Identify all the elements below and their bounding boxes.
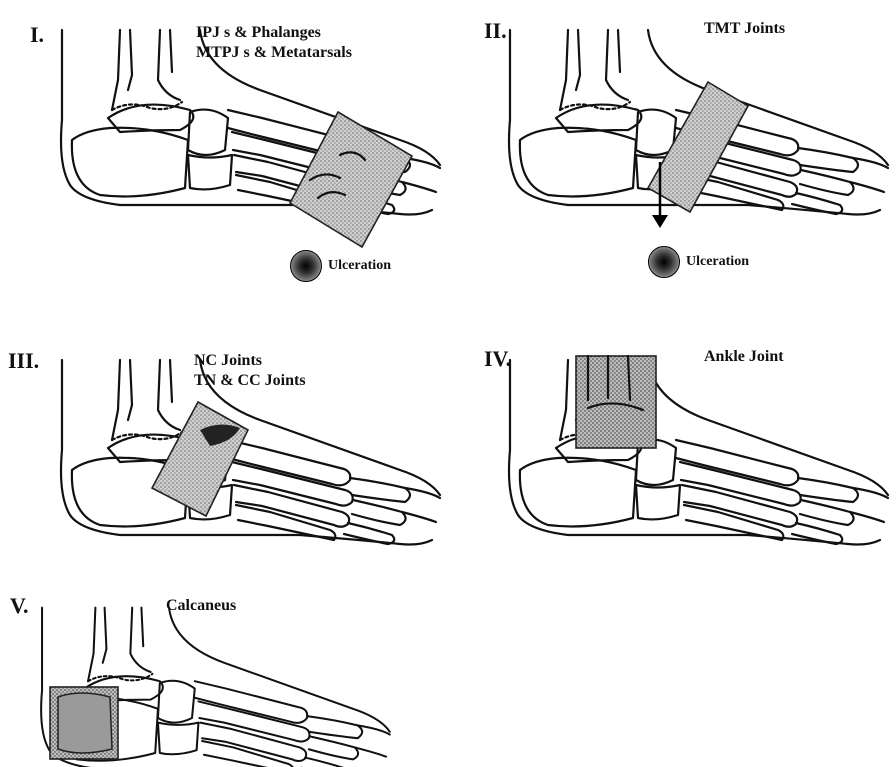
panel-i: I. IPJ s & Phalanges MTPJ s & Metatarsal… xyxy=(0,0,448,300)
ulceration-legend: Ulceration xyxy=(648,246,749,278)
panel-label-line-1: TMT Joints xyxy=(704,18,785,39)
panel-label-line-2: TN & CC Joints xyxy=(194,370,306,391)
arrow-head-icon xyxy=(652,215,668,228)
highlight-nc-tn-cc-joints xyxy=(152,402,248,516)
panel-label-line-1: Calcaneus xyxy=(166,595,236,616)
ulceration-icon xyxy=(290,250,322,282)
panel-numeral: IV. xyxy=(484,346,511,372)
panel-label-line-2: MTPJ s & Metatarsals xyxy=(196,42,352,63)
panel-ii: II. TMT Joints Ulceration xyxy=(448,0,896,300)
panel-iii: III. NC Joints TN & CC Joints xyxy=(0,330,448,560)
ulceration-legend: Ulceration xyxy=(290,250,391,282)
panel-label-line-1: IPJ s & Phalanges xyxy=(196,22,321,43)
foot-diagram-iv xyxy=(448,330,896,560)
panel-label-line-1: Ankle Joint xyxy=(704,346,784,367)
ulceration-label: Ulceration xyxy=(686,254,749,270)
ulceration-icon xyxy=(648,246,680,278)
panel-iv: IV. Ankle Joint xyxy=(448,330,896,560)
panel-numeral: III. xyxy=(8,348,39,374)
panel-v: V. Calcaneus xyxy=(0,585,448,767)
highlight-tmt-joints xyxy=(648,82,748,212)
ulceration-label: Ulceration xyxy=(328,258,391,274)
panel-numeral: I. xyxy=(30,22,44,48)
panel-numeral: II. xyxy=(484,18,507,44)
highlight-phalanges-metatarsals xyxy=(290,112,412,247)
panel-label-line-1: NC Joints xyxy=(194,350,262,371)
panel-numeral: V. xyxy=(10,593,29,619)
